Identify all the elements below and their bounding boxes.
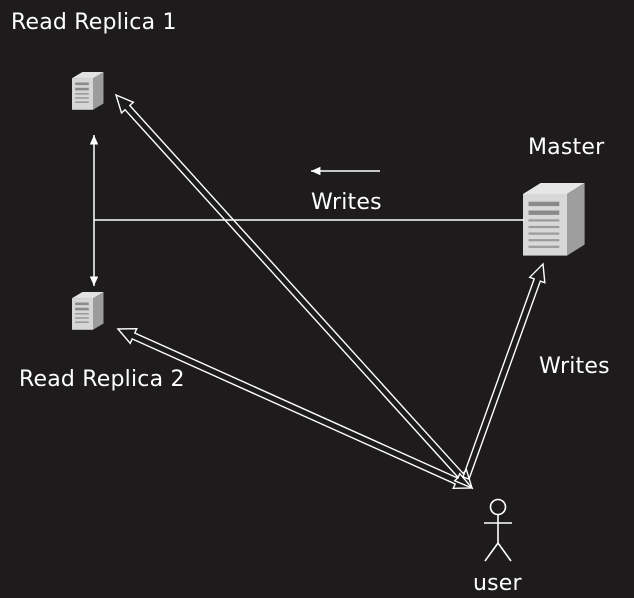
user-to-replica2-arrow [116, 327, 474, 490]
replica2-server-icon [72, 292, 104, 330]
user-request-arrows [114, 93, 546, 490]
replication-writes-label: Writes [311, 190, 382, 215]
master-label: Master [528, 135, 605, 160]
replica2-label: Read Replica 2 [19, 367, 185, 392]
user-to-replica1-arrow [114, 93, 474, 490]
replica1-label: Read Replica 1 [11, 10, 177, 35]
replica1-server-icon [72, 72, 104, 110]
master-server-icon [523, 183, 585, 256]
user-label: user [473, 571, 522, 596]
user-to-master-arrow [462, 262, 546, 480]
user-icon [484, 498, 512, 562]
master-writes-label: Writes [539, 354, 610, 379]
